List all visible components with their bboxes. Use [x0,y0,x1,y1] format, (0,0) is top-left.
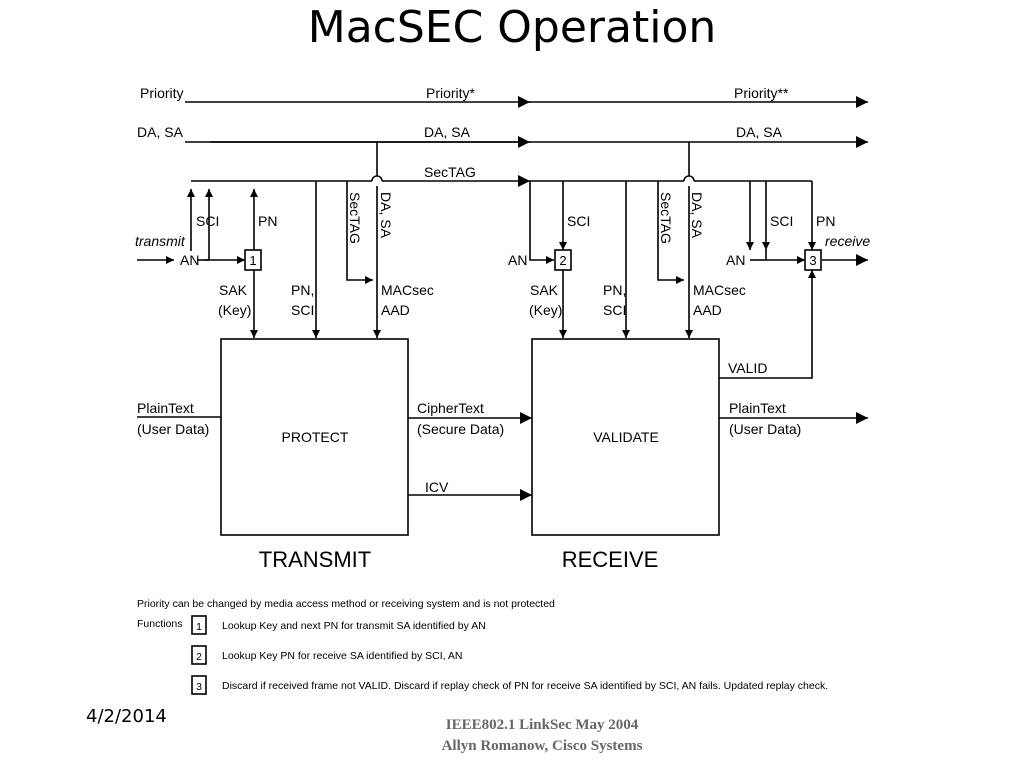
legend-num-2: 2 [196,651,202,663]
label-user-data-in: (User Data) [137,421,209,437]
footer-date: 4/2/2014 [86,706,167,727]
label-priority: Priority [140,85,184,101]
validate-label: VALIDATE [593,429,659,445]
slide-title: MacSEC Operation [307,2,717,53]
label-secure-data: (Secure Data) [417,421,504,437]
label-rx-aad: AAD [693,302,722,318]
label-receive: receive [825,233,870,249]
function-num-2: 2 [559,253,566,268]
sectag-bus [191,175,812,187]
footer-line-2: Allyn Romanow, Cisco Systems [441,738,643,754]
functions-label: Functions [137,618,183,630]
label-dasa-right: DA, SA [736,124,783,140]
label-tx-sak: SAK [219,282,248,298]
label-plaintext-out: PlainText [729,400,786,416]
label-tx-macsec: MACsec [381,282,434,298]
label-user-data-out: (User Data) [729,421,801,437]
function-box-1 [244,249,262,271]
label-tx-pn: PN [258,213,277,229]
label-ciphertext: CipherText [417,400,484,416]
label-tx-aad: AAD [381,302,410,318]
label-rx-sak: SAK [530,282,559,298]
rx-sectag-tap [657,181,684,284]
label-priority-star: Priority* [426,85,476,101]
legend-num-1: 1 [196,621,202,633]
label-tx-sci: SCI [196,213,219,229]
rx-sectag-bus-drop [529,181,554,264]
legend-text-1: Lookup Key and next PN for transmit SA i… [222,620,486,632]
label-rx-macsec: MACsec [693,282,746,298]
label-rx-pn-comma: PN, [603,282,626,298]
label-rx-an: AN [508,252,527,268]
footer-line-1: IEEE802.1 LinkSec May 2004 [445,717,639,733]
function-num-3: 3 [809,253,816,268]
label-rx-sci-right: SCI [770,213,793,229]
label-tx-sectag-vert: SecTAG [347,192,363,244]
label-plaintext-in: PlainText [137,400,194,416]
sectag-tap-tx [346,181,373,284]
transmit-label: TRANSMIT [259,547,371,572]
label-rx-sci-2: SCI [603,302,626,318]
label-sectag: SecTAG [424,164,476,180]
label-valid: VALID [728,360,767,376]
valid-line [719,270,816,379]
label-dasa-left: DA, SA [137,124,184,140]
legend-box-3 [191,675,207,695]
label-rx-dasa-vert: DA, SA [689,192,705,239]
function-num-1: 1 [249,253,256,268]
label-rx-sci: SCI [567,213,590,229]
legend-box-1 [191,615,207,635]
legend-num-3: 3 [196,681,202,693]
label-rx-pn-right: PN [816,213,835,229]
label-rx-sectag-vert: SecTAG [658,192,674,244]
label-rx-key: (Key) [529,302,562,318]
function-box-3 [804,249,822,271]
label-priority-2star: Priority** [734,85,789,101]
footer-credit: IEEE802.1 LinkSec May 2004 Allyn Romanow… [0,715,1024,757]
rx-sci-join [765,250,805,264]
label-icv: ICV [425,479,449,495]
label-transmit: transmit [135,233,186,249]
label-tx-pn-comma: PN, [291,282,314,298]
legend-box-2 [191,645,207,665]
label-tx-an: AN [180,252,199,268]
legend-text-3: Discard if received frame not VALID. Dis… [222,680,828,692]
validate-block [531,338,720,536]
label-tx-key: (Key) [218,302,251,318]
label-rx-an-right: AN [726,252,745,268]
priority-note: Priority can be changed by media access … [137,598,555,610]
protect-label: PROTECT [282,429,349,445]
protect-block [220,338,409,536]
legend-text-2: Lookup Key PN for receive SA identified … [222,650,462,662]
function-box-2 [554,249,572,271]
label-dasa-mid: DA, SA [424,124,471,140]
label-tx-dasa-vert: DA, SA [378,192,394,239]
label-tx-sci-2: SCI [291,302,314,318]
receive-label: RECEIVE [562,547,659,572]
